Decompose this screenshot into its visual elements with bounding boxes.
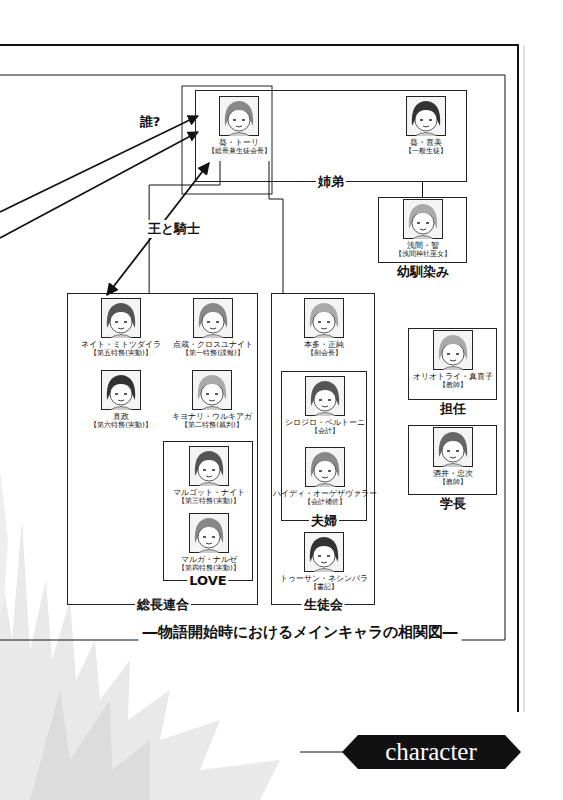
character-box: トゥーサン・ネシンバラ【書記】 xyxy=(282,531,366,595)
connector-label: 王と騎士 xyxy=(146,220,202,238)
character-role: 【総長兼生徒会長】 xyxy=(208,147,271,156)
group-heading: 生徒会 xyxy=(302,597,345,613)
character-role: 【一般生徒】 xyxy=(405,147,447,156)
character-box: 葵・喜美【一般生徒】 xyxy=(393,95,459,161)
group-heading: 総長連合 xyxy=(135,597,191,613)
character-box: 本多・正純【副会長】 xyxy=(282,297,366,361)
character-role: 【書記】 xyxy=(310,583,338,592)
character-box: ハイディ・オーゲザヴァラー【会計補佐】 xyxy=(285,446,365,512)
character-role: 【第一特務(諜報)】 xyxy=(182,349,243,358)
character-role: 【第三特務(実動)】 xyxy=(178,497,239,506)
arrow-label: 誰? xyxy=(140,113,161,131)
character-box: 直政【第六特務(実動)】 xyxy=(79,369,163,433)
character-role: 【会計】 xyxy=(311,427,339,436)
character-name: シロジロ・ベルトーニ xyxy=(285,418,365,427)
character-role: 【浅間神社巫女】 xyxy=(395,250,451,259)
character-box: オリオトライ・真喜子【教師】担任 xyxy=(408,328,497,400)
character-role: 【第二特務(裁判)】 xyxy=(181,421,242,430)
character-role: 【第五特務(実動)】 xyxy=(90,349,151,358)
character-box: 葵・トーリ【総長兼生徒会長】 xyxy=(201,95,277,161)
character-box: マルゴット・ナイト【第三特務(実動)】 xyxy=(167,445,251,509)
character-banner xyxy=(300,735,521,769)
group-box: 葵・トーリ【総長兼生徒会長】葵・喜美【一般生徒】姉弟 xyxy=(195,90,467,182)
character-name: オリオトライ・真喜子 xyxy=(413,372,493,381)
group-box: 本多・正純【副会長】シロジロ・ベルトーニ【会計】ハイディ・オーゲザヴァラー【会計… xyxy=(271,293,375,605)
character-role: 【教師】 xyxy=(439,478,467,487)
relation-connector xyxy=(422,182,423,197)
character-portrait xyxy=(189,446,229,486)
group-heading: 夫婦 xyxy=(309,513,339,529)
character-name: マルゴット・ナイト xyxy=(173,488,245,497)
character-name: ネイト・ミトツダイラ xyxy=(81,340,161,349)
character-portrait xyxy=(101,298,141,338)
character-name: 酒井・忠次 xyxy=(433,469,473,478)
group-box: シロジロ・ベルトーニ【会計】ハイディ・オーゲザヴァラー【会計補佐】夫婦 xyxy=(281,371,367,521)
character-role: 【第六特務(実動)】 xyxy=(90,421,151,430)
character-box: 浅間・智【浅間神社巫女】幼馴染み xyxy=(378,197,467,263)
character-name: 直政 xyxy=(113,412,129,421)
character-box: マルガ・ナルゼ【第四特務(実動)】 xyxy=(167,512,251,576)
group-box: マルゴット・ナイト【第三特務(実動)】マルガ・ナルゼ【第四特務(実動)】LOVE xyxy=(163,441,253,581)
character-portrait xyxy=(192,370,232,410)
character-name: トゥーサン・ネシンバラ xyxy=(280,574,368,583)
relation-connector xyxy=(107,163,209,295)
character-box: 点蔵・クロスユナイト【第一特務(諜報)】 xyxy=(171,297,255,361)
character-name: ハイディ・オーゲザヴァラー xyxy=(273,489,377,498)
relation-connector xyxy=(269,161,283,293)
character-role: 【会計補佐】 xyxy=(304,498,346,507)
character-portrait xyxy=(193,298,233,338)
character-portrait xyxy=(304,532,344,572)
relation-label: 学長 xyxy=(440,496,466,512)
section-banner-text: character xyxy=(385,738,477,766)
character-box: キヨナリ・ウルキアガ【第二特務(裁判)】 xyxy=(169,369,255,433)
character-portrait xyxy=(304,298,344,338)
relation-label: 担任 xyxy=(440,401,466,417)
character-portrait xyxy=(189,513,229,553)
character-portrait xyxy=(101,370,141,410)
character-portrait xyxy=(219,96,259,136)
diagram-caption: ―物語開始時におけるメインキャラの相関図― xyxy=(139,623,462,642)
page-frame xyxy=(0,45,524,712)
group-heading: LOVE xyxy=(187,573,228,589)
character-name: 浅間・智 xyxy=(407,241,439,250)
character-portrait xyxy=(406,96,446,136)
character-portrait xyxy=(305,376,345,416)
character-role: 【第四特務(実動)】 xyxy=(178,564,239,573)
character-name: 葵・喜美 xyxy=(410,138,442,147)
character-name: マルガ・ナルゼ xyxy=(181,555,237,564)
character-portrait xyxy=(433,427,473,467)
group-box: ネイト・ミトツダイラ【第五特務(実動)】点蔵・クロスユナイト【第一特務(諜報)】… xyxy=(67,293,258,605)
character-role: 【副会長】 xyxy=(307,349,342,358)
group-heading: 姉弟 xyxy=(316,174,346,190)
character-portrait xyxy=(305,447,345,487)
character-name: キヨナリ・ウルキアガ xyxy=(172,412,252,421)
character-name: 本多・正純 xyxy=(304,340,344,349)
character-portrait xyxy=(433,330,473,370)
character-box: シロジロ・ベルトーニ【会計】 xyxy=(285,375,365,439)
character-name: 点蔵・クロスユナイト xyxy=(173,340,253,349)
character-box: 酒井・忠次【教師】学長 xyxy=(408,425,497,495)
character-name: 葵・トーリ xyxy=(219,138,259,147)
character-box: ネイト・ミトツダイラ【第五特務(実動)】 xyxy=(79,297,163,361)
character-role: 【教師】 xyxy=(439,381,467,390)
character-portrait xyxy=(403,199,443,239)
relation-label: 幼馴染み xyxy=(397,264,449,280)
